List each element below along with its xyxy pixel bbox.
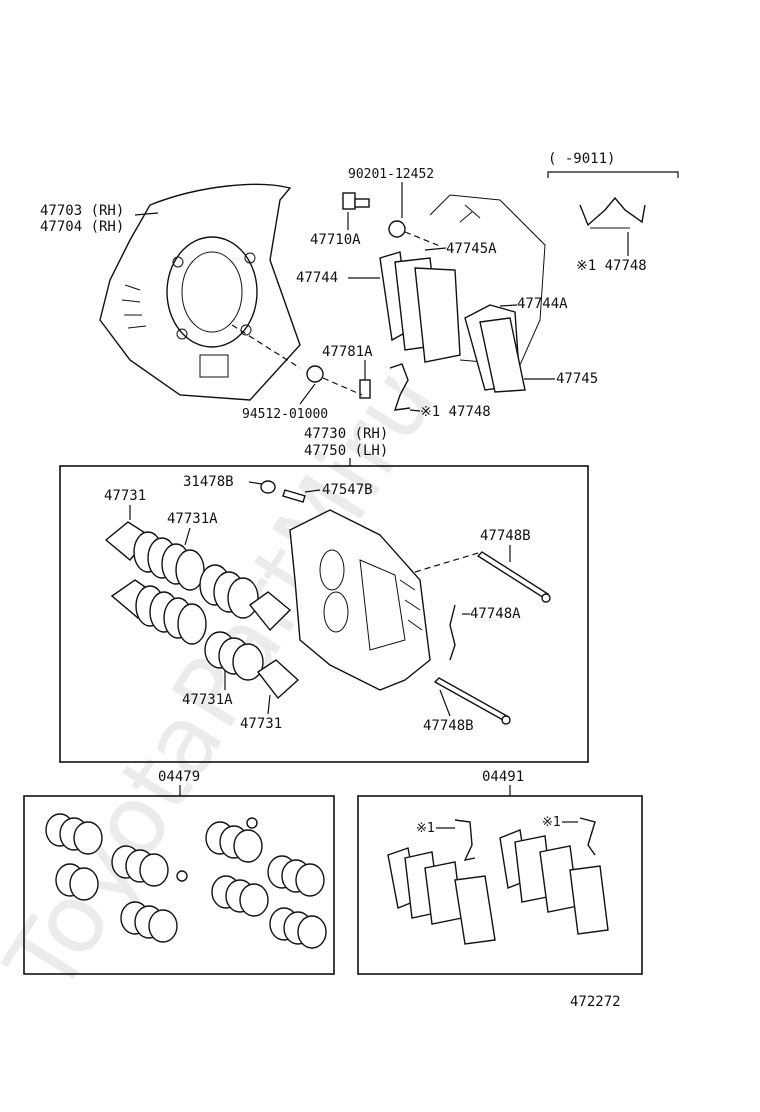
leader-47731-b (267, 694, 271, 715)
pin-clip-47748A (449, 604, 456, 661)
range-bracket (547, 171, 679, 178)
leader-47748-mid (409, 409, 421, 412)
leader-31478B (248, 481, 263, 485)
label-47704: 47704 (RH) (40, 219, 124, 235)
label-47745: 47745 (556, 371, 598, 387)
dash-94512-a (231, 324, 301, 369)
label-47547B: 47547B (322, 482, 373, 498)
label-90201-12452: 90201-12452 (348, 167, 434, 182)
caliper-assembly-box (59, 465, 589, 763)
leader-47744A (499, 304, 518, 307)
dash-94512-b (322, 377, 363, 396)
leader-47745A (424, 247, 447, 251)
mark-1-a: ※1 (416, 821, 435, 836)
label-47745A: 47745A (446, 241, 497, 257)
label-47731-b: 47731 (240, 716, 282, 732)
label-47703: 47703 (RH) (40, 203, 124, 219)
label-47748A: 47748A (470, 606, 521, 622)
leader-47703 (134, 212, 159, 216)
caliper-mark (459, 204, 481, 223)
label-94512-01000: 94512-01000 (242, 407, 328, 422)
diagram-number: 472272 (570, 994, 621, 1010)
leader-47748B-b (439, 689, 451, 717)
dust-shield-part (99, 183, 301, 401)
label-47748B-b: 47748B (423, 718, 474, 734)
dash-90201 (404, 231, 441, 247)
pad-kit-box (357, 795, 643, 975)
brake-pad-47744 (379, 251, 461, 363)
label-47730: 47730 (RH) (304, 426, 388, 442)
pad-kit-set-right (499, 817, 609, 935)
bleeder-cap-part (260, 480, 276, 494)
mark-1-b: ※1 (542, 815, 561, 830)
pin-47748B-lower (433, 677, 511, 725)
leader-47547B (304, 489, 321, 493)
washer-w-top (388, 220, 406, 238)
wear-indicator-part (359, 379, 371, 399)
label-04491: 04491 (482, 769, 524, 785)
label-47781A: 47781A (322, 344, 373, 360)
pad-kit-set-left (387, 819, 496, 945)
label-47744: 47744 (296, 270, 338, 286)
caliper-body-part (289, 509, 431, 691)
pad-support-spring-top (579, 196, 646, 229)
washer-w-bottom (306, 365, 324, 383)
label-47744A: 47744A (517, 296, 568, 312)
label-31478B: 31478B (183, 474, 234, 490)
label-47748-mid: ※1 47748 (420, 404, 491, 420)
label-47731A-a: 47731A (167, 511, 218, 527)
label-47750: 47750 (LH) (304, 443, 388, 459)
bleeder-plug-47547B (282, 489, 306, 503)
label-47710A: 47710A (310, 232, 361, 248)
seal-kit-box (23, 795, 335, 975)
label-47731-a: 47731 (104, 488, 146, 504)
piston-seal-group-lower (204, 631, 300, 700)
bleeder-plug-part (342, 192, 370, 210)
label-47748-top: ※1 47748 (576, 258, 647, 274)
dash-pin-upper (414, 552, 479, 573)
label-04479: 04479 (158, 769, 200, 785)
leader-94512 (299, 383, 316, 405)
label-47748B-a: 47748B (480, 528, 531, 544)
label-47731A-b: 47731A (182, 692, 233, 708)
piston-seal-group-lower-left (110, 579, 207, 645)
range-note: ( -9011) (548, 151, 615, 167)
pad-spring-mid (389, 363, 411, 411)
piston-seal-group-mid (199, 564, 292, 632)
anti-squeal-shim (464, 304, 526, 393)
seal-kit-rings (45, 813, 327, 949)
pin-47748B-upper (476, 551, 551, 603)
piston-seal-group-upper (104, 521, 205, 591)
leader-47731A-a (184, 527, 191, 546)
